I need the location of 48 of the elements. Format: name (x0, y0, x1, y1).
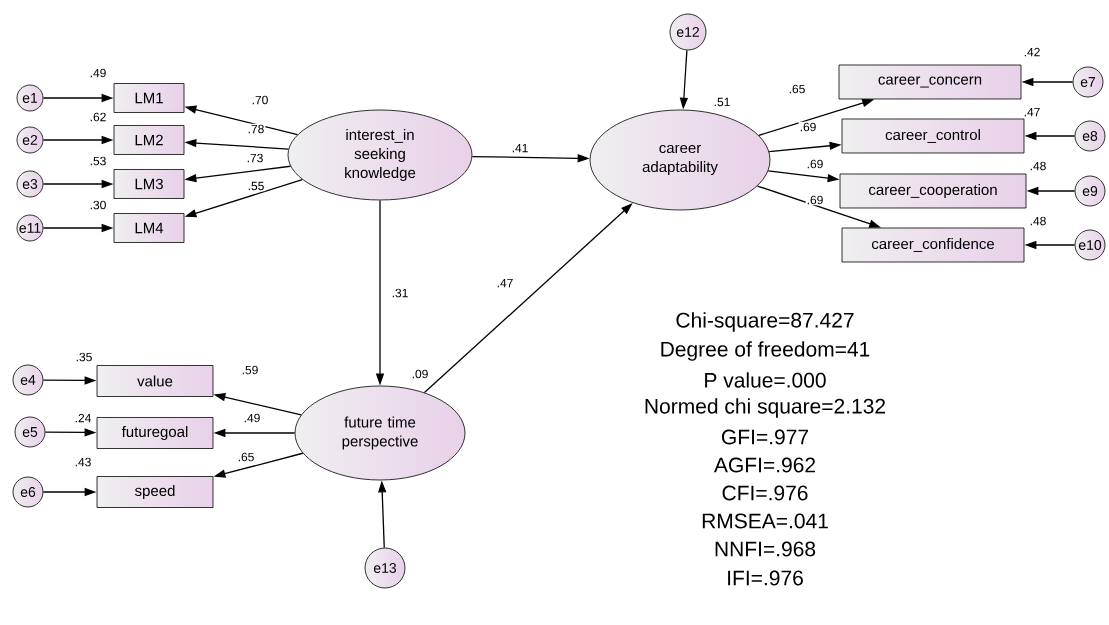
indicator-box: career_control (841, 118, 1025, 154)
edge-label: .78 (246, 123, 266, 135)
edge-label: .65 (236, 451, 256, 463)
fit-statistic: NNFI=.968 (715, 541, 816, 557)
indicator-box: LM1 (113, 83, 185, 113)
r-squared-value: .51 (714, 97, 730, 107)
fit-statistic: IFI=.976 (728, 570, 803, 586)
edge-label: .59 (240, 364, 260, 376)
edge-label: .31 (390, 287, 410, 299)
r-squared-value: .49 (90, 68, 106, 78)
indicator-box: LM3 (113, 169, 185, 199)
edge-label: .55 (246, 180, 266, 192)
fit-statistic: AGFI=.962 (714, 457, 815, 473)
fit-statistic: CFI=.976 (722, 485, 808, 501)
r-squared-value: .24 (75, 413, 91, 423)
indicator-box: career_cooperation (839, 173, 1027, 209)
edge-label: .65 (787, 83, 807, 95)
fit-statistic: Chi-square=87.427 (676, 312, 854, 332)
indicator-box: value (96, 365, 214, 397)
indicator-box: LM4 (113, 213, 185, 243)
indicator-box: LM2 (113, 125, 185, 155)
r-squared-value: .47 (1024, 107, 1040, 117)
r-squared-value: .35 (76, 352, 92, 362)
r-squared-value: .53 (90, 156, 106, 166)
indicator-box: speed (96, 476, 214, 508)
fit-statistic: RMSEA=.041 (702, 513, 828, 529)
r-squared-value: .42 (1024, 47, 1040, 57)
fit-statistic: GFI=.977 (722, 429, 808, 445)
r-squared-value: .48 (1030, 216, 1046, 226)
r-squared-value: .43 (75, 457, 91, 467)
edge-label: .47 (495, 277, 515, 289)
indicator-box: career_concern (838, 64, 1022, 100)
edge-label: .49 (242, 412, 262, 424)
edge-label: .69 (805, 158, 825, 170)
edge-label: .69 (798, 121, 818, 133)
r-squared-value: .48 (1030, 161, 1046, 171)
edge-label: .69 (805, 194, 825, 206)
r-squared-value: .30 (90, 200, 106, 210)
fit-statistic: Degree of freedom=41 (661, 341, 870, 361)
edge-label: .73 (245, 152, 265, 164)
indicator-box: career_confidence (841, 227, 1025, 263)
edge-label: .41 (510, 142, 530, 154)
indicator-box: futuregoal (96, 417, 214, 449)
fit-statistic: P value=.000 (705, 372, 826, 388)
r-squared-value: .62 (90, 112, 106, 122)
fit-statistic: Normed chi square=2.132 (645, 398, 885, 418)
r-squared-value: .09 (412, 369, 428, 379)
edge-label: .70 (250, 94, 270, 106)
